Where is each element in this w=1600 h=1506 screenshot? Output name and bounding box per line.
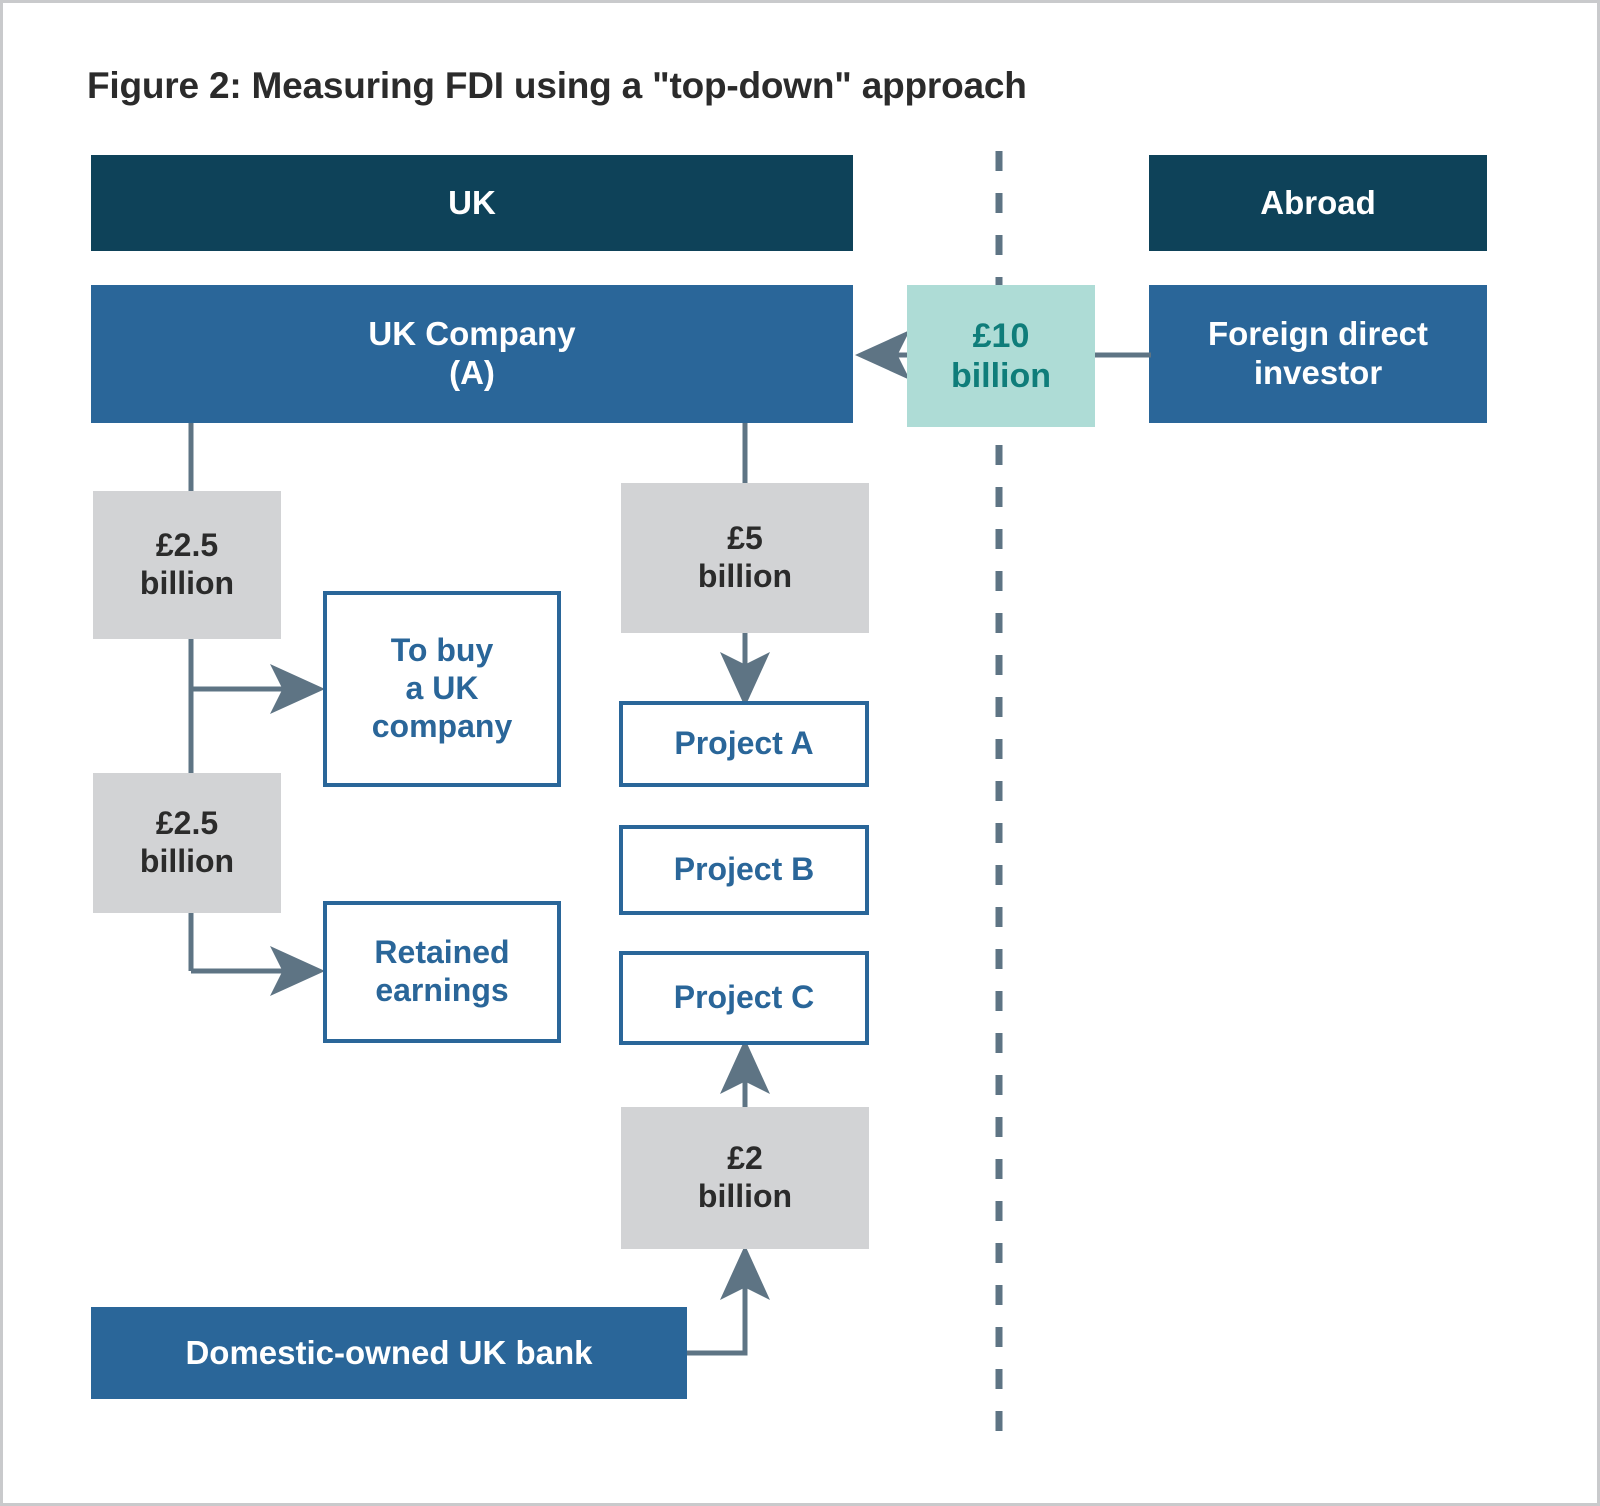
node-project-a-label: Project A: [674, 725, 814, 762]
amount-buy-uk-company-unit: billion: [139, 565, 235, 601]
connector-bank-to-bankloan: [687, 1245, 770, 1356]
amount-retained-earnings-unit: billion: [139, 843, 235, 879]
node-foreign-investor-label-line1: Foreign direct: [1207, 315, 1429, 353]
node-to-buy-label-line1: To buy: [390, 632, 494, 669]
node-project-c-label: Project C: [673, 979, 815, 1016]
node-uk-company[interactable]: UK Company (A): [91, 285, 853, 423]
node-retained-earnings[interactable]: Retained earnings: [323, 901, 561, 1043]
amount-retained-earnings: £2.5 billion: [93, 773, 281, 913]
region-band-abroad-label: Abroad: [1260, 183, 1376, 221]
node-retained-earnings-label-line2: earnings: [375, 972, 509, 1008]
node-to-buy-a-uk-company[interactable]: To buy a UK company: [323, 591, 561, 787]
amount-inbound-fdi-value: £10: [972, 316, 1030, 355]
amount-bank-loan-unit: billion: [697, 1178, 793, 1214]
amount-inbound-fdi-unit: billion: [950, 357, 1052, 395]
node-retained-earnings-label-line1: Retained: [374, 934, 510, 971]
node-domestic-owned-uk-bank[interactable]: Domestic-owned UK bank: [91, 1307, 687, 1399]
region-band-uk-label: UK: [448, 183, 496, 221]
region-band-uk: UK: [91, 155, 853, 251]
node-foreign-direct-investor[interactable]: Foreign direct investor: [1149, 285, 1487, 423]
amount-bank-loan: £2 billion: [621, 1107, 869, 1249]
node-foreign-investor-label-line2: investor: [1253, 354, 1383, 391]
node-project-c[interactable]: Project C: [619, 951, 869, 1045]
amount-retained-earnings-value: £2.5: [155, 805, 219, 842]
amount-bank-loan-value: £2: [727, 1140, 763, 1177]
node-domestic-bank-label: Domestic-owned UK bank: [185, 1333, 593, 1371]
node-to-buy-label-line2: a UK: [405, 670, 479, 707]
node-uk-company-sublabel: (A): [449, 354, 495, 391]
amount-buy-uk-company-value: £2.5: [155, 527, 219, 564]
amount-inbound-fdi: £10 billion: [907, 285, 1095, 427]
amount-projects-value: £5: [727, 520, 763, 557]
node-project-b[interactable]: Project B: [619, 825, 869, 915]
node-project-a[interactable]: Project A: [619, 701, 869, 787]
page-title: Figure 2: Measuring FDI using a "top-dow…: [87, 65, 1027, 106]
amount-projects-unit: billion: [697, 558, 793, 594]
region-band-abroad: Abroad: [1149, 155, 1487, 251]
node-to-buy-label-line3: company: [371, 707, 513, 744]
amount-projects: £5 billion: [621, 483, 869, 633]
amount-buy-uk-company: £2.5 billion: [93, 491, 281, 639]
node-project-b-label: Project B: [673, 851, 815, 888]
node-uk-company-label: UK Company: [368, 315, 576, 353]
